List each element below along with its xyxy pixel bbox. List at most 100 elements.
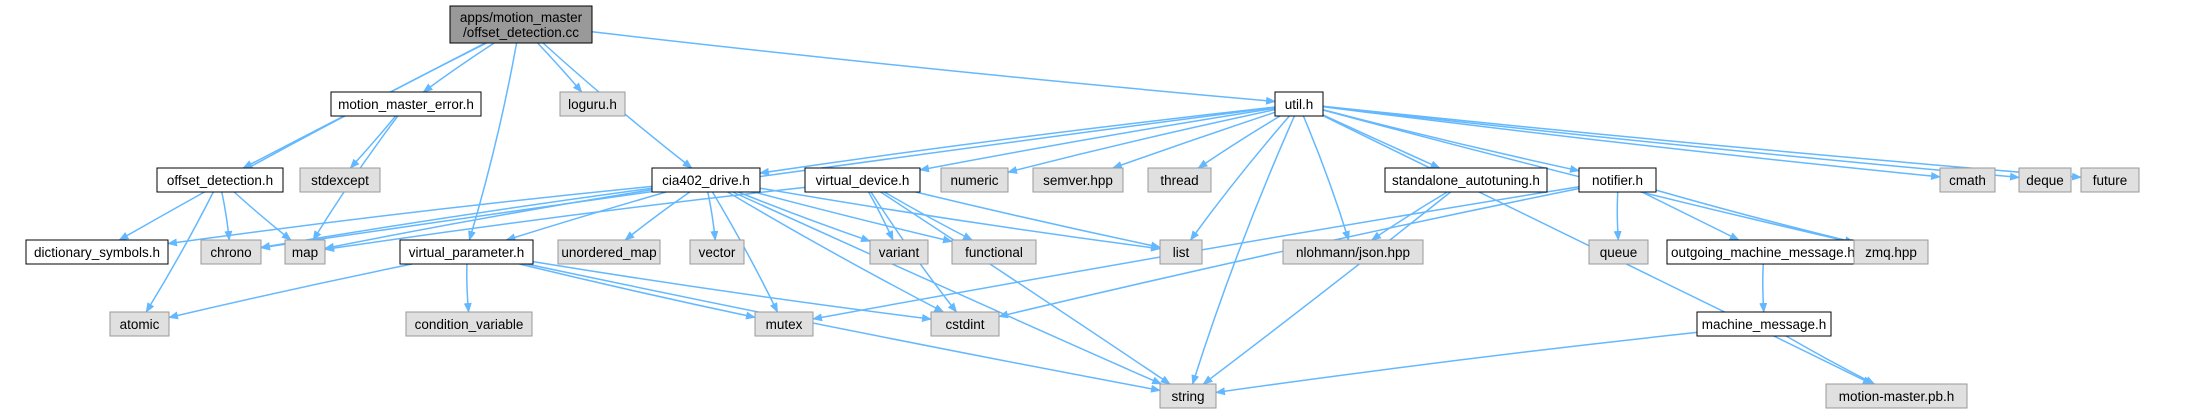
node-mm-label: machine_message.h [1702, 317, 1827, 332]
node-future-box [2080, 167, 2140, 193]
node-root[interactable]: apps/motion_master/offset_detection.cc [449, 5, 593, 44]
edge-root-to-dict [118, 42, 487, 241]
node-list-box [1159, 239, 1203, 265]
node-zmq-label: zmq.hpp [1865, 245, 1917, 260]
node-dict-box [25, 239, 169, 265]
edge-notifier-to-omm [1641, 191, 1740, 241]
node-mmpb-label: motion-master.pb.h [1839, 389, 1955, 404]
edge-mm-to-string [1215, 331, 1698, 396]
edge-vdev-to-map [324, 186, 806, 253]
edge-util-to-numeric [1007, 108, 1276, 174]
node-future: future [2080, 167, 2140, 193]
node-mutex-label: mutex [766, 317, 803, 332]
edge-cia402-to-mutex [711, 191, 779, 313]
node-standalone-box [1384, 167, 1548, 193]
node-util[interactable]: util.h [1274, 91, 1324, 117]
node-vdev[interactable]: virtual_device.h [804, 167, 921, 193]
node-mutex-box [754, 311, 814, 337]
node-vector: vector [689, 239, 745, 265]
node-cstdint-box [930, 311, 1000, 337]
node-mmpb-box [1825, 383, 1968, 409]
edge-util-to-string [1191, 115, 1296, 385]
node-util-box [1274, 91, 1324, 117]
node-condvar-box [405, 311, 533, 337]
edge-util-to-deque [1322, 105, 2020, 181]
node-offdet[interactable]: offset_detection.h [156, 167, 284, 193]
edge-vdev-to-functional [884, 191, 973, 241]
node-map-label: map [292, 245, 318, 260]
node-deque-box [2018, 167, 2072, 193]
node-thread-box [1147, 167, 1212, 193]
node-string-label: string [1171, 389, 1204, 404]
edge-notifier-to-queue [1613, 191, 1622, 241]
nodes-layer: apps/motion_master/offset_detection.ccmo… [25, 5, 2140, 409]
edge-omm-to-mm [1759, 263, 1768, 313]
node-string: string [1159, 383, 1217, 409]
node-queue-label: queue [1600, 245, 1638, 260]
node-umap-box [557, 239, 661, 265]
node-mm[interactable]: machine_message.h [1696, 311, 1832, 337]
node-loguru-box [559, 91, 626, 117]
node-cmath: cmath [1939, 167, 1996, 193]
node-queue: queue [1588, 239, 1649, 265]
node-cia402[interactable]: cia402_drive.h [651, 167, 761, 193]
node-condvar-label: condition_variable [415, 317, 524, 332]
edge-util-to-json [1302, 115, 1350, 241]
node-standalone[interactable]: standalone_autotuning.h [1384, 167, 1548, 193]
edge-mm-to-mmpb [1785, 335, 1876, 385]
edge-cia402-to-vector [707, 191, 719, 241]
edge-mme-to-stdexcept [349, 115, 397, 169]
node-vparam[interactable]: virtual_parameter.h [399, 239, 534, 265]
edge-vdev-to-string [880, 191, 1171, 385]
node-future-label: future [2093, 173, 2128, 188]
node-cia402-box [651, 167, 761, 193]
node-omm[interactable]: outgoing_machine_message.h [1666, 239, 1860, 265]
node-variant: variant [869, 239, 929, 265]
node-cmath-box [1939, 167, 1996, 193]
edge-cia402-to-map [324, 188, 653, 251]
edges-layer [118, 31, 2082, 396]
node-chrono-label: chrono [210, 245, 251, 260]
node-umap: unordered_map [557, 239, 661, 265]
edge-cia402-to-umap [624, 191, 691, 241]
node-mutex: mutex [754, 311, 814, 337]
node-dict[interactable]: dictionary_symbols.h [25, 239, 169, 265]
node-offdet-box [156, 167, 284, 193]
node-mme[interactable]: motion_master_error.h [330, 91, 482, 117]
node-json-label: nlohmann/json.hpp [1296, 245, 1410, 260]
edge-vparam-to-atomic [168, 263, 413, 320]
node-cstdint-label: cstdint [945, 317, 984, 332]
edge-offdet-to-chrono [221, 191, 233, 241]
node-map: map [284, 239, 326, 265]
node-notifier-box [1578, 167, 1657, 193]
node-queue-box [1588, 239, 1649, 265]
edge-cia402-to-functional [753, 191, 953, 244]
node-thread: thread [1147, 167, 1212, 193]
node-zmq: zmq.hpp [1853, 239, 1929, 265]
node-thread-label: thread [1160, 173, 1198, 188]
edge-vdev-to-variant [867, 191, 894, 241]
edge-standalone-to-json [1370, 191, 1448, 241]
node-notifier[interactable]: notifier.h [1578, 167, 1657, 193]
node-omm-label: outgoing_machine_message.h [1671, 245, 1855, 260]
edge-standalone-to-string [1202, 191, 1452, 385]
node-root-label: /offset_detection.cc [463, 25, 579, 40]
node-cmath-label: cmath [1949, 173, 1986, 188]
edge-cia402-to-dict [167, 185, 653, 247]
edge-cia402-to-cstdint [727, 191, 945, 313]
node-semver: semver.hpp [1032, 167, 1124, 193]
node-vparam-label: virtual_parameter.h [409, 245, 525, 260]
node-omm-box [1666, 239, 1860, 265]
node-numeric-label: numeric [950, 173, 998, 188]
edge-root-to-mme [422, 42, 495, 93]
node-vector-label: vector [699, 245, 736, 260]
node-stdexcept-box [299, 167, 381, 193]
edge-notifier-to-zmq [1655, 189, 1855, 245]
node-semver-box [1032, 167, 1124, 193]
node-vdev-label: virtual_device.h [816, 173, 910, 188]
node-mme-box [330, 91, 482, 117]
edge-cia402-to-list [759, 187, 1161, 252]
node-standalone-label: standalone_autotuning.h [1392, 173, 1540, 188]
edge-util-to-thread [1197, 115, 1281, 169]
